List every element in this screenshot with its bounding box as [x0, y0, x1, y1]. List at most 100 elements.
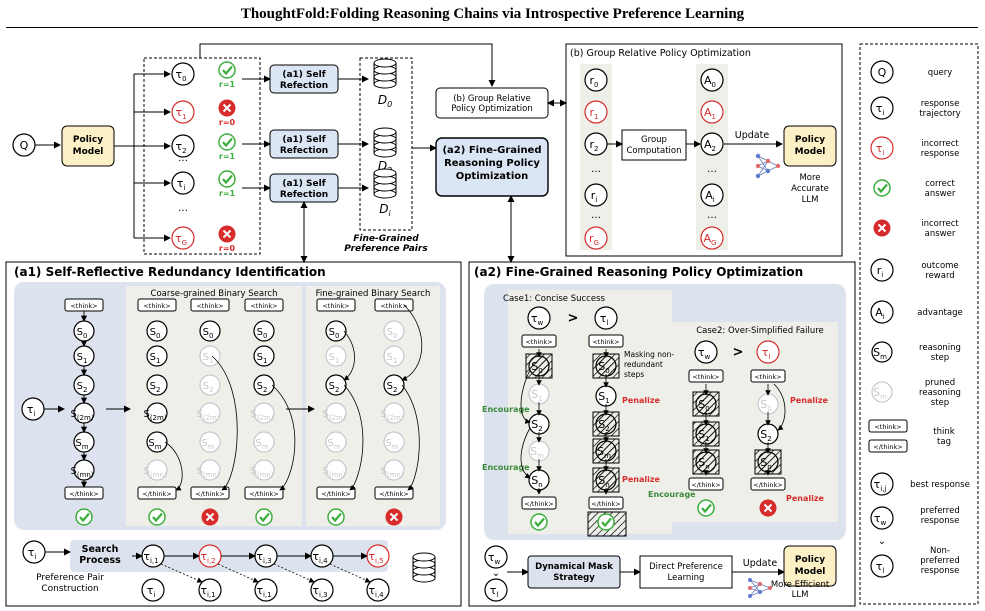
reward-label: r=1 [219, 152, 236, 161]
fine-col2-step [383, 459, 405, 481]
net-node [765, 158, 771, 164]
ellipsis: … [178, 153, 188, 164]
legend-label: answer [925, 189, 956, 199]
trajectory-node [171, 171, 195, 195]
legend-trajectory-icon [870, 96, 894, 120]
case1-right-step-label: S0 [598, 360, 609, 375]
coarse-col3-check-icon [255, 508, 273, 526]
update-label: Update [735, 130, 770, 141]
net-node [748, 594, 752, 598]
legend-label: preferred [920, 556, 959, 566]
dpl-label: Direct Preference [649, 562, 723, 572]
legend-incorrect-response-icon-label: τi [876, 142, 885, 157]
case1-preferred-node [527, 306, 551, 330]
case1-left-think-close-label: </think> [524, 500, 553, 508]
a1-base-check-icon-mark [79, 512, 90, 523]
a1-trajectory-node-label: τi [27, 403, 36, 418]
grpo-policy-model-label: Policy [795, 135, 825, 145]
cross-icon-mark [222, 103, 232, 113]
case1-left-think-close [521, 496, 557, 510]
skip-arrow [164, 441, 183, 491]
case2-skip-arrow [773, 383, 786, 431]
case2-left-check-icon [697, 499, 715, 517]
more-efficient-label: More Efficient [771, 580, 830, 590]
advantage-node [700, 100, 724, 124]
self-reflection-label: (a1) Self [282, 135, 325, 145]
to-grpo-arrow [199, 43, 496, 87]
legend-think-close-tag-label: </think> [873, 443, 902, 451]
fine-col2-think-close [374, 486, 414, 500]
db-side [373, 173, 397, 194]
reward-node-label: r2 [590, 138, 599, 153]
self-reflection-label: Refection [280, 81, 328, 91]
case1-left-step-label: S1 [531, 388, 542, 403]
coarse-col2-step [199, 431, 221, 453]
case1-right-think-close-label: </think> [591, 500, 620, 508]
case2-left-step-label: S1 [698, 428, 709, 443]
fine-col1-step [325, 402, 347, 424]
encourage-label: Encourage [648, 490, 696, 499]
a2-policy-model-box [783, 545, 837, 587]
fine-col2-step [383, 402, 405, 424]
group-computation-label: Group [641, 135, 667, 145]
legend-step-icon [871, 341, 893, 363]
fine-col2-step [383, 374, 405, 396]
db-top [373, 58, 397, 68]
check-icon-mark [222, 65, 233, 76]
legend-pruned-step-icon [871, 381, 893, 403]
coarse-col3-think-close-label: </think> [249, 490, 278, 498]
legend-reward-icon [870, 258, 894, 282]
db-side [373, 63, 397, 84]
case1-left-step-label: Sn [531, 474, 542, 489]
pair-arrow [217, 563, 259, 583]
penalize-label: Penalize [622, 396, 661, 405]
case1-left-check-icon-mark [534, 517, 545, 528]
db-top [412, 552, 436, 562]
fine-col1-step-label: S2 [329, 381, 340, 394]
case2-preferred-node [694, 340, 718, 364]
legend-reward-icon-label: ri [877, 264, 884, 279]
coarse-col1-think-open [137, 298, 177, 312]
legend-label: incorrect [921, 139, 959, 149]
a2-preferred-node [484, 545, 508, 569]
case2-left-think-open [688, 369, 724, 383]
legend-label: reasoning [919, 343, 961, 353]
reward-column-bg [580, 64, 612, 250]
coarse-col2-step [199, 374, 221, 396]
dataset-icon [373, 127, 397, 158]
dataset-icon [373, 58, 397, 89]
a2-update-label: Update [743, 558, 778, 569]
a1-base-step-label: S1 [77, 352, 88, 365]
chain-bottom-node [198, 578, 222, 602]
pair-construction-label: Preference Pair [36, 573, 104, 583]
case2-right-step-label: S2 [760, 428, 771, 443]
coarse-col3-step-label: S1 [257, 352, 268, 365]
coarse-col2-cross-icon-mark [205, 512, 215, 522]
dataset-group-box [359, 57, 413, 231]
coarse-col3-step [253, 459, 275, 481]
fine-label: Fine-grained Binary Search [316, 289, 431, 299]
a2-small-box [435, 137, 549, 197]
legend-think-tag-label: <think> [874, 423, 901, 431]
masking-label: redundant [624, 360, 663, 369]
grpo-title: (b) Group Relative Policy Optimization [570, 48, 751, 59]
net-node [758, 590, 762, 594]
coarse-col1-think-close-label: </think> [142, 490, 171, 498]
fine-col2-step-label: S1 [387, 352, 398, 365]
coarse-col1-think-close [137, 486, 177, 500]
case1-left-step-label: S0 [531, 360, 542, 375]
grpo-policy-model-box [783, 125, 837, 167]
grpo-small-label: Policy Optimization [451, 104, 533, 114]
legend-non-preferred-icon-label: τl [876, 560, 885, 575]
advantage-node [700, 68, 724, 92]
fine-col1-think-close-label: </think> [321, 490, 350, 498]
coarse-col2-think-open [190, 298, 230, 312]
more-accurate-label: Accurate [791, 184, 829, 194]
skip-arrow [343, 384, 364, 491]
dataset-label: Di [379, 202, 391, 218]
legend-label: trajectory [919, 109, 960, 119]
coarse-col2-step [199, 320, 221, 342]
case1-right-step-label: S2 [598, 418, 609, 433]
a2-neural-net-icon [748, 578, 772, 598]
reward-label: r=0 [219, 244, 236, 253]
